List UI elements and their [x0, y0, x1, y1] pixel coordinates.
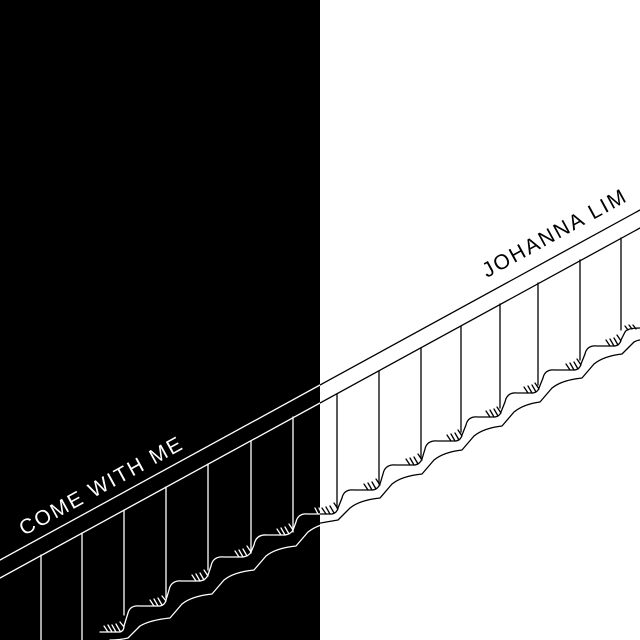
staircase-drawing-light: [320, 209, 640, 524]
staircase-drawing-dark: [0, 384, 320, 640]
dark-background-half: [0, 0, 320, 640]
light-background-half: [320, 0, 640, 640]
